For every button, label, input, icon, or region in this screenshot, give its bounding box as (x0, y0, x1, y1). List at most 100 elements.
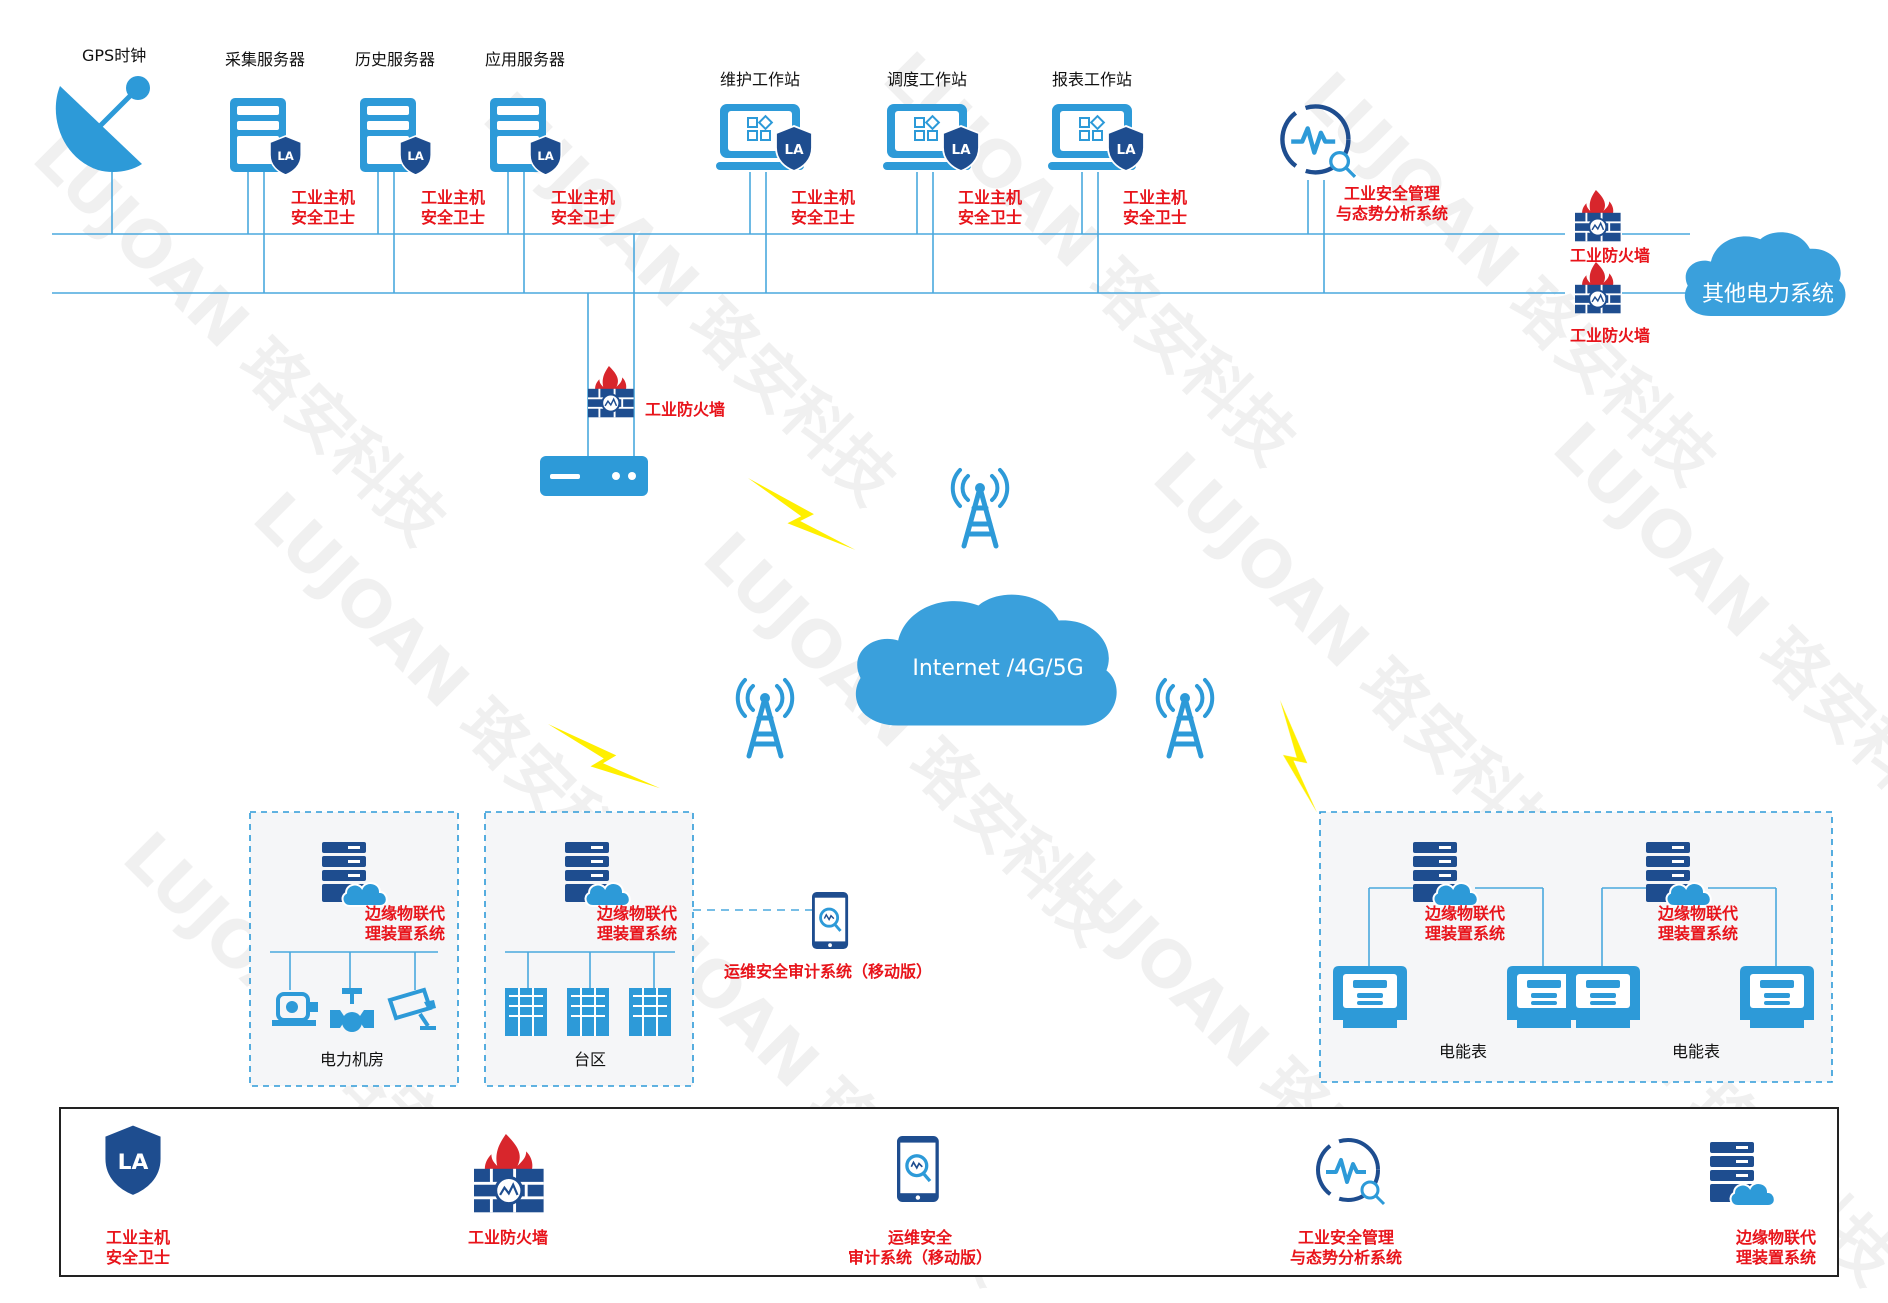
firewall-top-a-label: 工业防火墙 (1569, 246, 1651, 265)
box-station-area (484, 811, 694, 1087)
edge-label-group2-line-1: 边缘物联代 (1657, 904, 1739, 923)
internet-cloud-label: Internet /4G/5G (912, 656, 1084, 681)
svg-text:LA: LA (118, 1150, 149, 1175)
legend-edge-server-icon (1710, 1142, 1776, 1207)
workstation-name-3: 报表工作站 (1052, 70, 1133, 89)
cell-tower-right (1155, 678, 1215, 759)
rack-icon-3 (629, 988, 671, 1036)
legend-label-3-line-2: 审计系统（移动版） (847, 1248, 993, 1267)
workstation-guard-1-line-2: 安全卫士 (790, 208, 856, 227)
caption-group2: 电能表 (1671, 1042, 1721, 1061)
legend-box (59, 1107, 1839, 1277)
edge-label-box1-line-2: 理装置系统 (364, 924, 446, 943)
analysis-label-top-line-1: 工业安全管理 (1343, 184, 1441, 203)
edge-label-group1-line-2: 理装置系统 (1424, 924, 1506, 943)
workstation-guard-2-line-1: 工业主机 (957, 188, 1023, 207)
server-icon-3-shield: LA (529, 135, 562, 176)
cell-tower-left (735, 678, 795, 759)
other-cloud-label: 其他电力系统 (1701, 282, 1835, 307)
other-cloud-icon (1684, 232, 1846, 316)
firewall-top-b (1575, 262, 1621, 314)
rack-icon-2 (567, 988, 609, 1036)
svg-text:LA: LA (784, 142, 804, 158)
firewall-top-b-label: 工业防火墙 (1569, 326, 1651, 345)
svg-text:LA: LA (277, 149, 294, 163)
edge-label-box2-line-2: 理装置系统 (596, 924, 678, 943)
legend-firewall-icon (474, 1134, 544, 1213)
camera-icon (387, 987, 436, 1030)
mobile-audit-label: 运维安全审计系统（移动版） (723, 962, 933, 981)
server-guard-3-line-1: 工业主机 (550, 188, 616, 207)
legend-label-4-line-1: 工业安全管理 (1297, 1228, 1395, 1247)
caption-box1: 电力机房 (319, 1050, 385, 1069)
firewall-top-a (1575, 190, 1621, 242)
legend-label-1-line-1: 工业主机 (105, 1228, 171, 1247)
edge-server-group1 (1413, 842, 1479, 907)
edge-server-group2 (1646, 842, 1712, 907)
server-guard-2-line-2: 安全卫士 (420, 208, 486, 227)
watermark-text-8: LUJOAN 珞安科技 (1539, 409, 1888, 849)
legend-label-1-line-2: 安全卫士 (105, 1248, 171, 1267)
server-icon-2-shield: LA (399, 135, 432, 176)
svg-text:LA: LA (951, 142, 971, 158)
legend-mobile-audit-icon (897, 1136, 939, 1202)
workstation-guard-1-line-1: 工业主机 (790, 188, 856, 207)
group2-meter-right (1740, 966, 1814, 1028)
gateway-device-icon (540, 456, 648, 496)
legend-label-4-line-2: 与态势分析系统 (1289, 1248, 1403, 1267)
box-meters (1319, 811, 1833, 1083)
svg-text:LA: LA (407, 149, 424, 163)
edge-label-box1-line-1: 边缘物联代 (364, 904, 446, 923)
workstation-icon-2-shield: LA (942, 125, 980, 172)
legend-label-5-line-1: 边缘物联代 (1735, 1228, 1817, 1247)
workstation-icon-3-shield: LA (1107, 125, 1145, 172)
gps-dish-icon (55, 76, 150, 172)
edge-server-box2 (565, 842, 631, 907)
caption-group1: 电能表 (1438, 1042, 1488, 1061)
workstation-guard-2-line-2: 安全卫士 (957, 208, 1023, 227)
motor-icon (272, 992, 318, 1026)
server-guard-3-line-2: 安全卫士 (550, 208, 616, 227)
server-icon-1: LA (230, 98, 302, 176)
caption-box2: 台区 (573, 1050, 607, 1069)
legend-shield-la-icon: LA (102, 1122, 164, 1199)
workstation-icon-2: LA (883, 104, 980, 172)
analysis-label-top-line-2: 与态势分析系统 (1335, 204, 1449, 223)
lightning-bolt-1 (748, 478, 856, 550)
firewall-center (588, 366, 634, 418)
edge-label-box2-line-1: 边缘物联代 (596, 904, 678, 923)
legend-label-5-line-2: 理装置系统 (1735, 1248, 1817, 1267)
server-icon-1-shield: LA (269, 135, 302, 176)
workstation-icon-3: LA (1048, 104, 1145, 172)
workstation-guard-3-line-2: 安全卫士 (1122, 208, 1188, 227)
group1-meter-left (1333, 966, 1407, 1028)
mobile-audit-icon-mid (812, 892, 849, 949)
lightning-bolt-2 (548, 724, 661, 789)
server-guard-1-line-2: 安全卫士 (290, 208, 356, 227)
legend-analysis-icon (1316, 1138, 1386, 1206)
server-guard-1-line-1: 工业主机 (290, 188, 356, 207)
svg-text:LA: LA (1116, 142, 1136, 158)
edge-label-group1-line-1: 边缘物联代 (1424, 904, 1506, 923)
server-icon-3: LA (490, 98, 562, 176)
workstation-icon-1: LA (716, 104, 813, 172)
server-guard-2-line-1: 工业主机 (420, 188, 486, 207)
watermark-text-4: LUJOAN 珞安科技 (1289, 59, 1729, 499)
workstation-name-1: 维护工作站 (720, 70, 801, 89)
cell-tower-top (950, 468, 1010, 549)
edge-label-group2-line-2: 理装置系统 (1657, 924, 1739, 943)
svg-text:LA: LA (537, 149, 554, 163)
rack-icon-1 (505, 988, 547, 1036)
workstation-icon-1-shield: LA (775, 125, 813, 172)
lightning-bolt-3 (1280, 700, 1318, 813)
internet-cloud-icon (855, 594, 1117, 726)
workstation-name-2: 调度工作站 (887, 70, 968, 89)
edge-server-box1 (322, 842, 388, 907)
firewall-center-label: 工业防火墙 (644, 400, 726, 419)
server-name-3: 应用服务器 (485, 50, 566, 69)
group1-meter-right (1507, 966, 1581, 1028)
server-name-1: 采集服务器 (225, 50, 306, 69)
gps-label: GPS时钟 (82, 46, 147, 65)
